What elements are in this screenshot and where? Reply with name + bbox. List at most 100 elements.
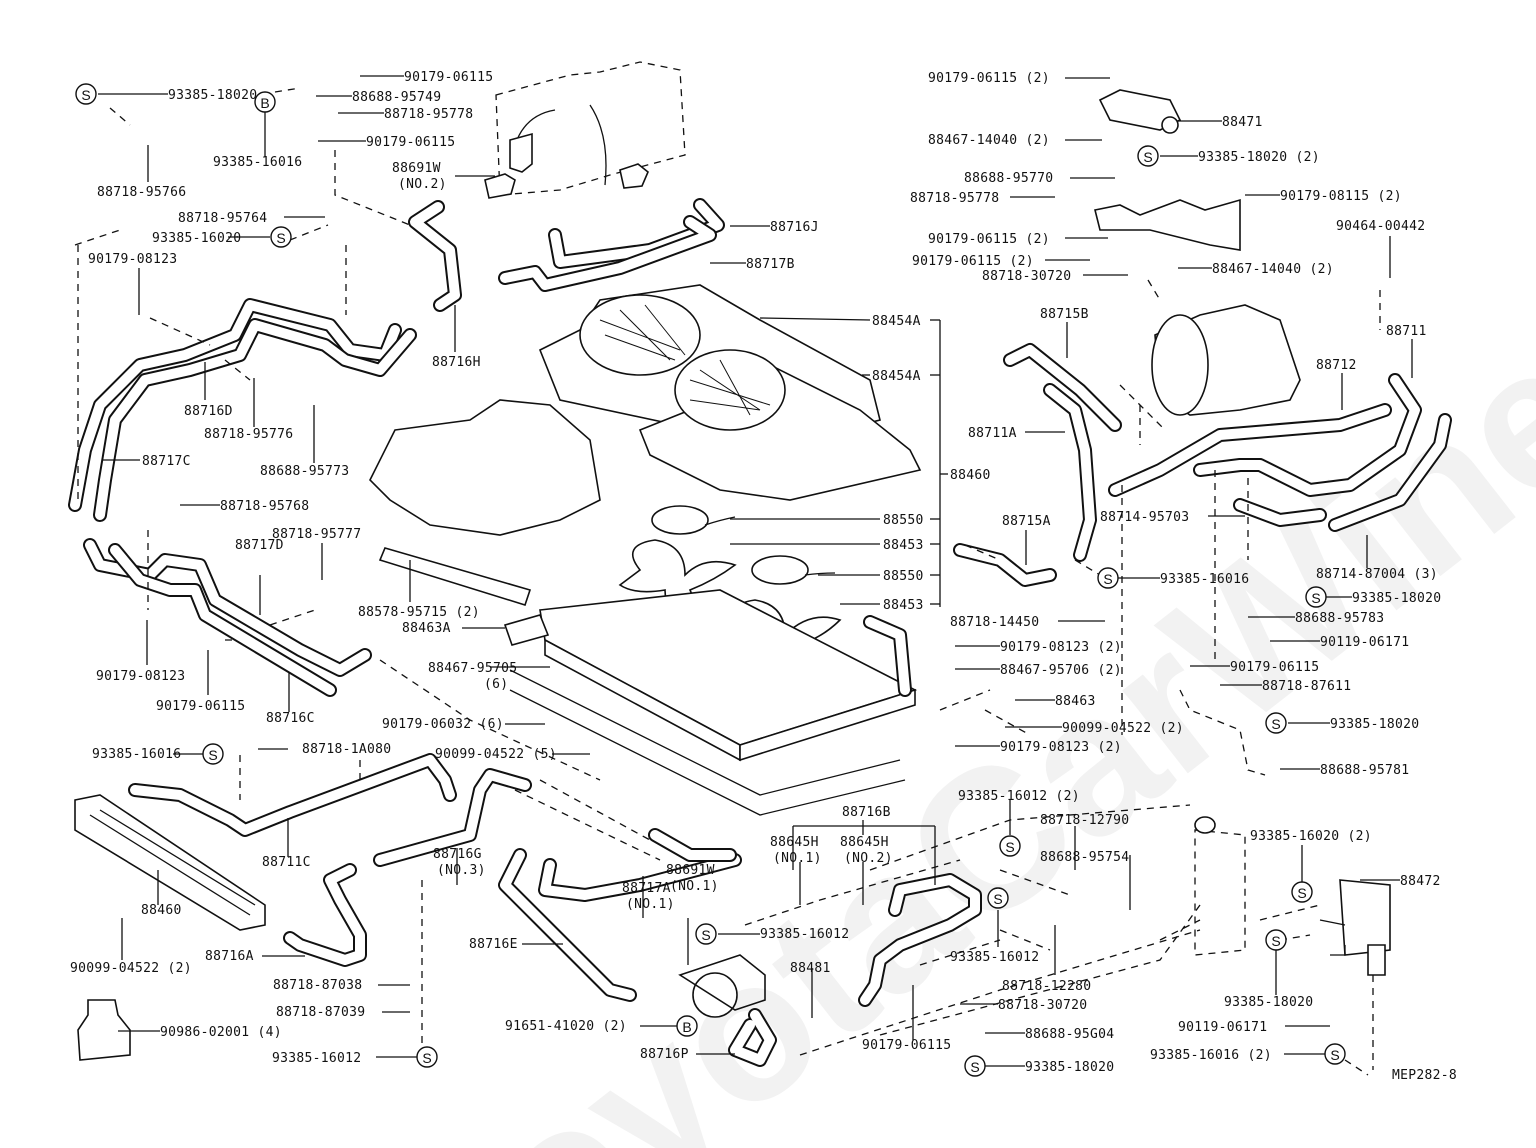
part-number-label: 90179-06115 <box>1230 660 1319 675</box>
part-number-label: 90099-04522 (5) <box>435 747 557 762</box>
part-number-label: 90099-04522 (2) <box>70 961 192 976</box>
part-number-label: 88715A <box>1002 514 1051 529</box>
part-number-label: 93385-16012 <box>950 950 1039 965</box>
part-number-label: 90464-00442 <box>1336 219 1425 234</box>
part-number-label: 88463 <box>1055 694 1096 709</box>
part-number-label: 88645H <box>770 835 819 850</box>
part-number-label: 90179-08123 (2) <box>1000 640 1122 655</box>
part-number-label: 88718-95766 <box>97 185 186 200</box>
bolt-symbol-icon <box>254 91 276 113</box>
part-number-label: (NO.2) <box>844 851 893 866</box>
part-number-label: 88578-95715 (2) <box>358 605 480 620</box>
part-number-label: 93385-18020 <box>1025 1060 1114 1075</box>
part-number-label: 88688-95749 <box>352 90 441 105</box>
standard-part-symbol-icon <box>75 83 97 105</box>
part-number-label: 88718-95764 <box>178 211 267 226</box>
part-number-label: 93385-16012 <box>760 927 849 942</box>
symbol-letter: S <box>1271 933 1280 949</box>
part-number-label: 90099-04522 (2) <box>1062 721 1184 736</box>
standard-part-symbol-icon <box>695 923 717 945</box>
part-drawings <box>68 61 1452 1067</box>
standard-part-symbol-icon <box>1291 881 1313 903</box>
part-number-label: 88688-95754 <box>1040 850 1129 865</box>
part-number-label: 88454A <box>872 314 921 329</box>
symbol-letter: S <box>422 1050 431 1066</box>
part-number-label: 88718-30720 <box>982 269 1071 284</box>
part-number-label: 88550 <box>883 569 924 584</box>
part-number-label: 88454A <box>872 369 921 384</box>
figure-code: MEP282-8 <box>1392 1068 1457 1083</box>
part-number-label: 88718-1A080 <box>302 742 391 757</box>
part-number-label: 88716D <box>184 404 233 419</box>
fan-shroud-88454A <box>538 284 922 501</box>
symbol-letter: B <box>260 95 269 111</box>
part-number-label: 88716P <box>640 1047 689 1062</box>
part-number-label: 88691W <box>666 863 715 878</box>
standard-part-symbol-icon <box>416 1046 438 1068</box>
part-number-label: 88712 <box>1316 358 1357 373</box>
part-number-label: 88717D <box>235 538 284 553</box>
part-number-label: 88688-95781 <box>1320 763 1409 778</box>
part-number-label: 88716B <box>842 805 891 820</box>
symbol-letter: S <box>1330 1047 1339 1063</box>
part-number-label: 88717B <box>746 257 795 272</box>
part-number-label: 90179-08115 (2) <box>1280 189 1402 204</box>
part-number-label: 88718-95776 <box>204 427 293 442</box>
part-number-label: 90179-06115 (2) <box>928 71 1050 86</box>
part-number-label: 90179-08123 (2) <box>1000 740 1122 755</box>
part-number-label: 93385-18020 <box>1330 717 1419 732</box>
part-number-label: (NO.1) <box>626 897 675 912</box>
part-number-label: 90119-06171 <box>1320 635 1409 650</box>
part-number-label: 90179-06115 (2) <box>928 232 1050 247</box>
part-number-label: 88718-87611 <box>1262 679 1351 694</box>
part-number-label: 88550 <box>883 513 924 528</box>
part-number-label: 88714-95703 <box>1100 510 1189 525</box>
part-number-label: 88688-95770 <box>964 171 1053 186</box>
bracket-88472 <box>1319 879 1391 976</box>
part-number-label: 90179-06115 (2) <box>912 254 1034 269</box>
part-number-label: 88711C <box>262 855 311 870</box>
symbol-letter: S <box>1005 839 1014 855</box>
heater-unit <box>484 61 686 199</box>
receiver-tank <box>1194 816 1246 956</box>
symbol-letter: S <box>1297 885 1306 901</box>
part-number-label: 88460 <box>141 903 182 918</box>
part-number-label: 88688-95773 <box>260 464 349 479</box>
part-number-label: 88718-95778 <box>910 191 999 206</box>
part-number-label: 88453 <box>883 598 924 613</box>
part-number-label: (NO.3) <box>437 863 486 878</box>
part-number-label: (NO.2) <box>398 177 447 192</box>
part-number-label: 93385-16016 <box>92 747 181 762</box>
bracket-88688-95770 <box>1094 198 1241 251</box>
hose-88716D <box>68 298 417 522</box>
symbol-letter: S <box>1143 149 1152 165</box>
standard-part-symbol-icon <box>1137 145 1159 167</box>
part-number-label: 88718-14450 <box>950 615 1039 630</box>
part-number-label: 88718-12790 <box>1040 813 1129 828</box>
part-number-label: 93385-18020 (2) <box>1198 150 1320 165</box>
part-number-label: 88691W <box>392 161 441 176</box>
part-number-label: 88716H <box>432 355 481 370</box>
part-number-label: (NO.1) <box>773 851 822 866</box>
part-number-label: 90179-06115 <box>366 135 455 150</box>
standard-part-symbol-icon <box>1097 567 1119 589</box>
standard-part-symbol-icon <box>1265 712 1287 734</box>
symbol-letter: S <box>1103 571 1112 587</box>
standard-part-symbol-icon <box>1324 1043 1346 1065</box>
part-number-label: 90119-06171 <box>1178 1020 1267 1035</box>
symbol-letter: S <box>701 927 710 943</box>
standard-part-symbol-icon <box>202 743 224 765</box>
part-number-label: 93385-18020 <box>1352 591 1441 606</box>
hose-88716P <box>728 1008 777 1067</box>
part-number-label: 88718-95768 <box>220 499 309 514</box>
part-number-label: 88645H <box>840 835 889 850</box>
part-number-label: 88711 <box>1386 324 1427 339</box>
bolt-symbol-icon <box>676 1015 698 1037</box>
hose-88716E-88717A <box>498 828 742 1002</box>
part-number-label: 90179-06032 (6) <box>382 717 504 732</box>
part-number-label: 88716C <box>266 711 315 726</box>
part-number-label: 93385-16016 <box>213 155 302 170</box>
part-number-label: 88718-30720 <box>998 998 1087 1013</box>
part-number-label: (6) <box>484 677 508 692</box>
